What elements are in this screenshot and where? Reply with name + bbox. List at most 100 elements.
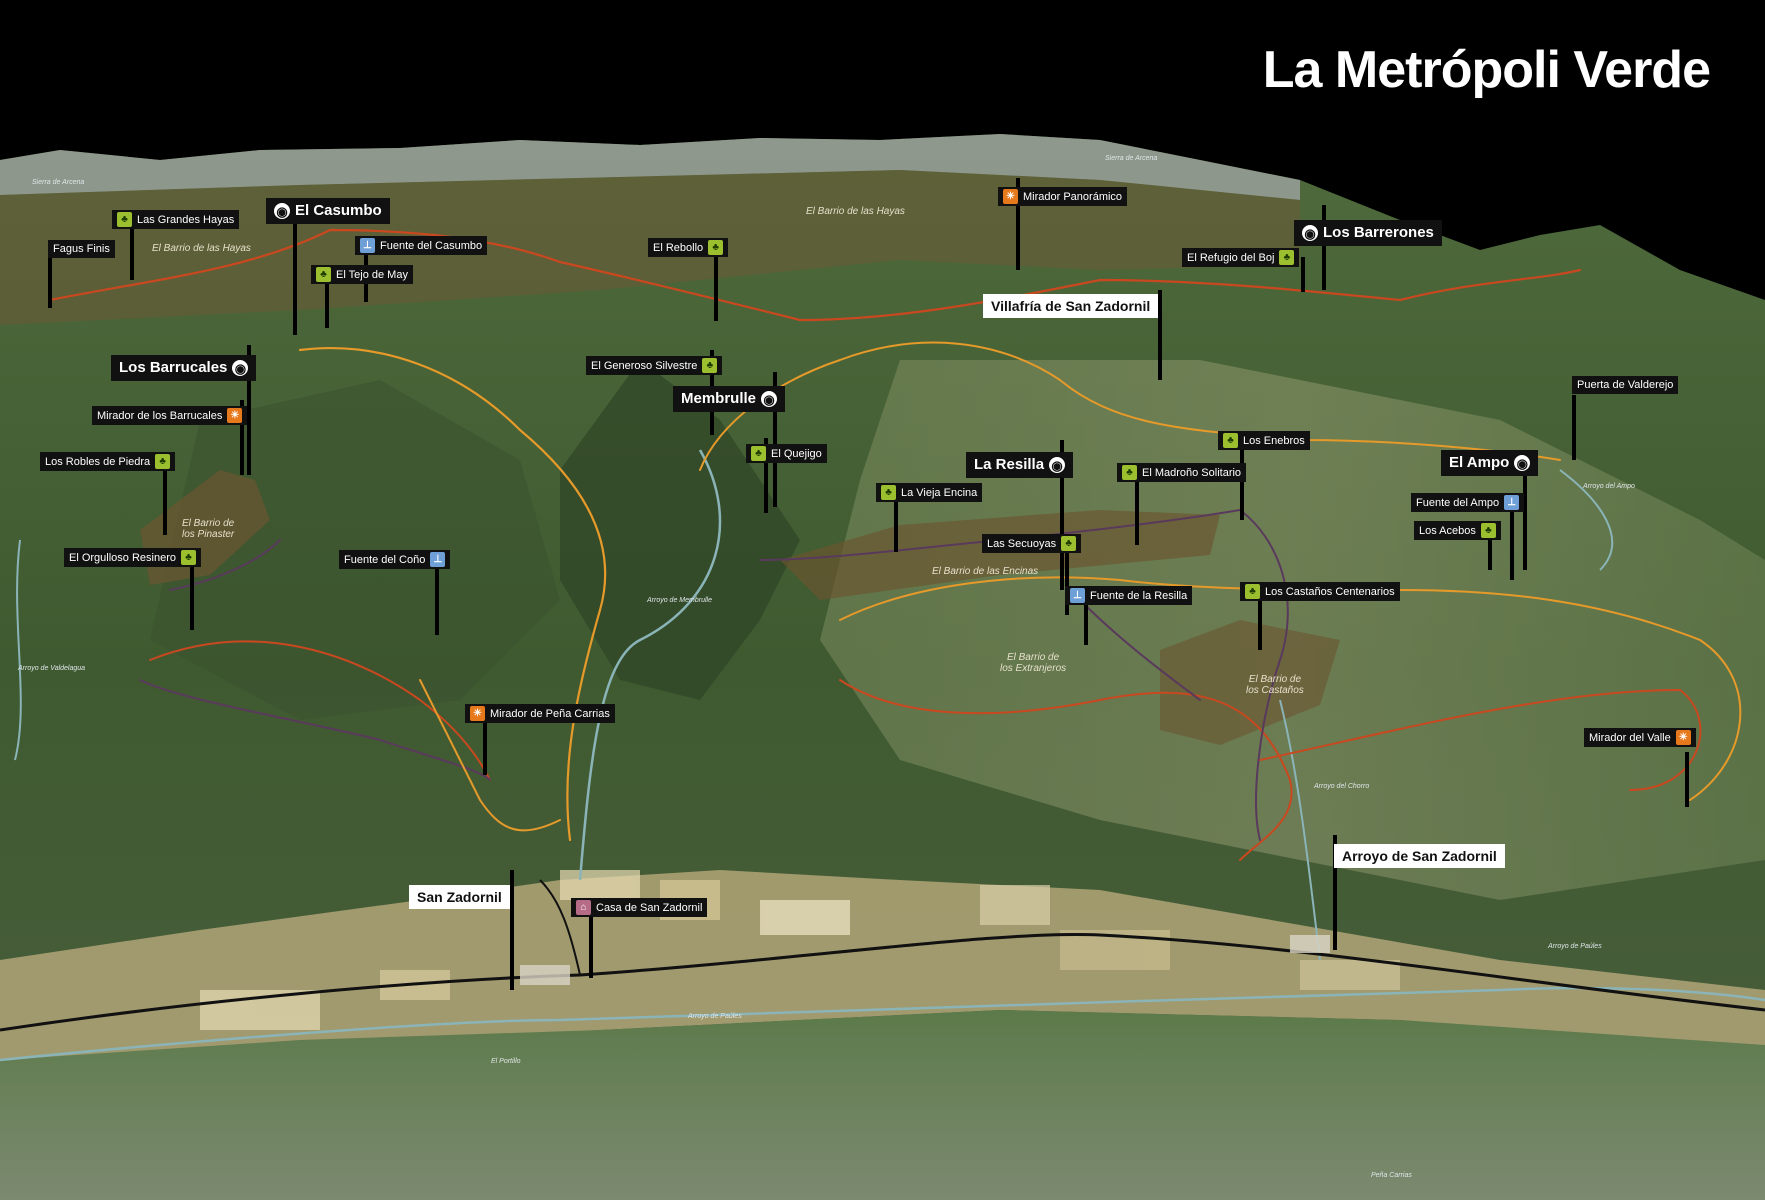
village-la-resilla[interactable]: La Resilla ◉ <box>966 452 1074 478</box>
place-arroyo-san-zadornil[interactable]: Arroyo de San Zadornil <box>1334 844 1505 868</box>
village-label: El Casumbo <box>295 202 382 219</box>
place-villafria[interactable]: Villafría de San Zadornil <box>983 294 1159 318</box>
target-circle-icon: ◉ <box>274 203 290 219</box>
area-pinaster: El Barrio de los Pinaster <box>182 518 235 540</box>
area-hayas-left: El Barrio de las Hayas <box>152 243 251 254</box>
target-circle-icon: ◉ <box>1302 225 1318 241</box>
pole-san-zadornil <box>510 870 514 990</box>
pole-mirador-panoramico <box>1016 178 1020 270</box>
label-pena-carrias: Peña Carrias <box>1371 1172 1412 1179</box>
label-arroyo-paules-left: Arroyo de Paúles <box>688 1013 742 1020</box>
place-san-zadornil[interactable]: San Zadornil <box>409 885 510 909</box>
label-arroyo-paules-right: Arroyo de Paúles <box>1548 943 1602 950</box>
label-arroyo-membrulle: Arroyo de Membrulle <box>647 597 712 604</box>
viewpoint-pena-carrias[interactable]: ☀ Mirador de Peña Carrias <box>465 704 615 723</box>
pole-fagus-finis <box>48 240 52 308</box>
place-label: Arroyo de San Zadornil <box>1342 848 1497 864</box>
tree-icon: ♣ <box>155 454 171 469</box>
tree-label: El Rebollo <box>653 241 704 254</box>
pole-castanos <box>1258 590 1262 650</box>
trails <box>48 228 1742 861</box>
viewpoint-label: Mirador de Peña Carrias <box>490 707 610 720</box>
pole-robles-piedra <box>163 455 167 535</box>
village-label: Los Barrerones <box>1323 224 1434 241</box>
river-valdelagua <box>14 539 22 761</box>
village-membrulle[interactable]: Membrulle ◉ <box>673 386 786 412</box>
tree-rebollo[interactable]: El Rebollo ♣ <box>648 238 729 257</box>
barrio-castanos <box>1160 620 1340 745</box>
tree-tejo-may[interactable]: ♣ El Tejo de May <box>311 265 413 284</box>
tree-icon: ♣ <box>1245 584 1260 599</box>
tree-label: El Generoso Silvestre <box>591 359 698 372</box>
viewpoint-sun-icon: ☀ <box>227 408 243 423</box>
river-chorro <box>1279 699 1321 961</box>
tree-generoso-silvestre[interactable]: El Generoso Silvestre ♣ <box>586 356 723 375</box>
ridge-cliffs <box>0 134 1300 200</box>
pole-el-rebollo <box>714 243 718 321</box>
viewpoint-valle[interactable]: Mirador del Valle ☀ <box>1584 728 1696 747</box>
fountain-ampo[interactable]: Fuente del Ampo ⊥ <box>1411 493 1525 512</box>
tree-enebros[interactable]: ♣ Los Enebros <box>1218 431 1310 450</box>
tree-icon: ♣ <box>1480 523 1496 538</box>
pole-villafria <box>1158 290 1162 380</box>
pole-las-grandes-hayas <box>130 218 134 280</box>
village-el-casumbo[interactable]: ◉ El Casumbo <box>266 198 390 224</box>
village-los-barrucales[interactable]: Los Barrucales ◉ <box>111 355 257 381</box>
tree-vieja-encina[interactable]: ♣ La Vieja Encina <box>876 483 983 502</box>
area-extranjeros: El Barrio de los Extranjeros <box>1000 652 1067 674</box>
village-label: Membrulle <box>681 390 757 407</box>
viewpoint-sun-icon: ☀ <box>1675 730 1691 745</box>
pole-los-acebos <box>1488 540 1492 570</box>
tree-castanos[interactable]: ♣ Los Castaños Centenarios <box>1240 582 1400 601</box>
house-casa-san-zadornil[interactable]: ⌂ Casa de San Zadornil <box>571 898 708 917</box>
tree-label: El Tejo de May <box>336 268 408 281</box>
target-circle-icon: ◉ <box>761 391 778 407</box>
tree-madrono[interactable]: ♣ El Madroño Solitario <box>1117 463 1247 482</box>
place-fagus-finis[interactable]: Fagus Finis <box>48 240 115 258</box>
target-circle-icon: ◉ <box>232 360 249 376</box>
fountain-casumbo[interactable]: ⊥ Fuente del Casumbo <box>355 236 488 255</box>
pole-mirador-valle <box>1685 752 1689 807</box>
house-label: Casa de San Zadornil <box>596 901 703 914</box>
tree-label: Los Castaños Centenarios <box>1265 585 1395 598</box>
pole-refugio-boj <box>1301 257 1305 292</box>
river-membrulle <box>578 449 722 881</box>
fountain-tap-icon: ⊥ <box>1504 495 1520 510</box>
village-el-ampo[interactable]: El Ampo ◉ <box>1441 450 1539 476</box>
tree-icon: ♣ <box>702 358 718 373</box>
area-castanos: El Barrio de los Castaños <box>1246 674 1304 696</box>
farmland <box>0 870 1765 1070</box>
tree-icon: ♣ <box>1122 465 1137 480</box>
fountain-resilla[interactable]: ⊥ Fuente de la Resilla <box>1065 586 1193 605</box>
viewpoint-label: Mirador Panorámico <box>1023 190 1123 203</box>
fountain-cono[interactable]: Fuente del Coño ⊥ <box>339 550 451 569</box>
tree-refugio-boj[interactable]: El Refugio del Boj ♣ <box>1182 248 1300 267</box>
viewpoint-barrucales[interactable]: Mirador de los Barrucales ☀ <box>92 406 248 425</box>
viewpoint-panoramico[interactable]: ☀ Mirador Panorámico <box>998 187 1128 206</box>
pole-arroyo-san-zadornil <box>1333 835 1337 950</box>
tree-grandes-hayas[interactable]: ♣ Las Grandes Hayas <box>112 210 240 229</box>
tree-quejigo[interactable]: ♣ El Quejigo <box>746 444 827 463</box>
fountain-tap-icon: ⊥ <box>360 238 375 253</box>
pole-fuente-resilla <box>1084 595 1088 645</box>
pole-el-ampo <box>1523 470 1527 570</box>
pole-quejigo <box>764 438 768 513</box>
pole-fuente-ampo <box>1510 510 1514 580</box>
tree-icon: ♣ <box>751 446 766 461</box>
tree-orgulloso-resinero[interactable]: El Orgulloso Resinero ♣ <box>64 548 201 567</box>
village-los-barrerones[interactable]: ◉ Los Barrerones <box>1294 220 1442 246</box>
label-sierra-left: Sierra de Arcena <box>32 179 85 186</box>
fountain-label: Fuente del Casumbo <box>380 239 483 252</box>
fountain-label: Fuente del Ampo <box>1416 496 1500 509</box>
tree-secuoyas[interactable]: Las Secuoyas ♣ <box>982 534 1082 553</box>
pole-los-barrucales <box>247 345 251 475</box>
place-label: Villafría de San Zadornil <box>991 298 1151 314</box>
place-puerta-valderejo[interactable]: Puerta de Valderejo <box>1572 376 1679 394</box>
pole-los-barrerones <box>1322 205 1326 290</box>
pole-madrono <box>1135 472 1139 545</box>
viewpoint-sun-icon: ☀ <box>470 706 485 721</box>
tree-acebos[interactable]: Los Acebos ♣ <box>1414 521 1501 540</box>
tree-robles-piedra[interactable]: Los Robles de Piedra ♣ <box>40 452 176 471</box>
pole-puerta-valderejo <box>1572 395 1576 460</box>
